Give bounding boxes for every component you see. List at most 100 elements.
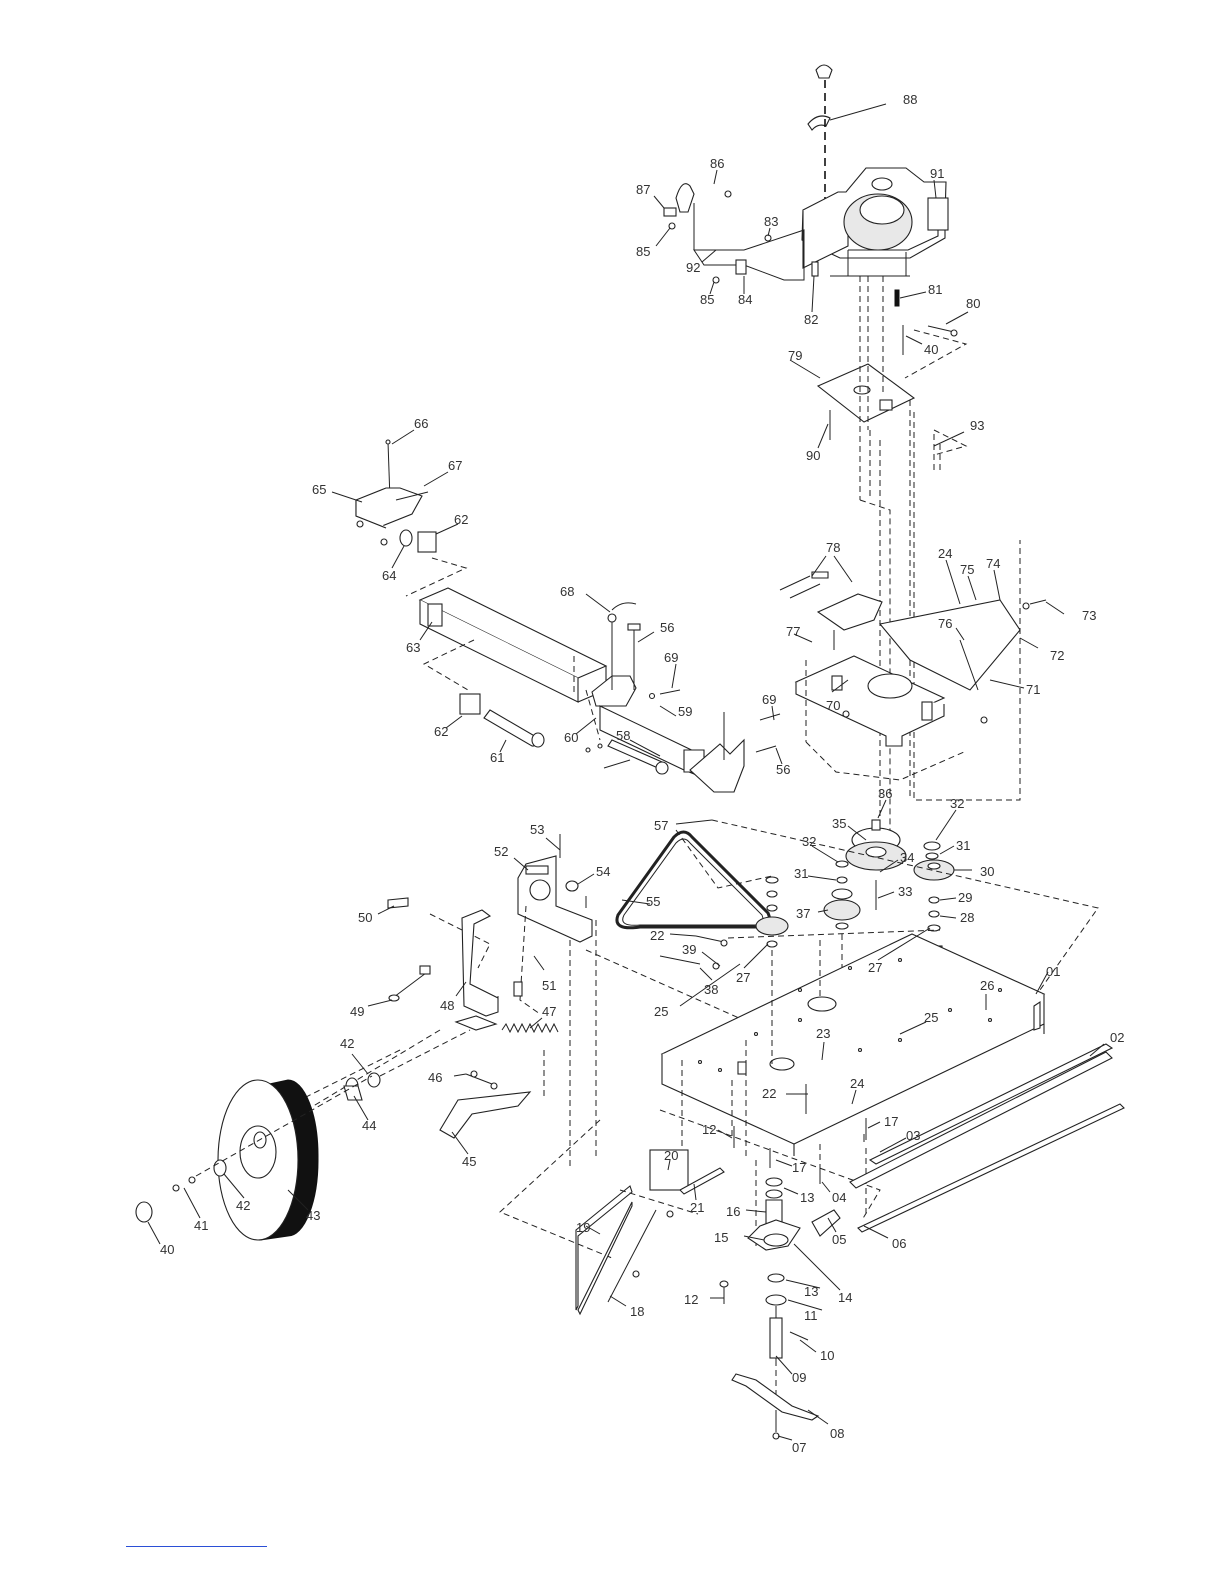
wheel-assembly [135, 1029, 471, 1241]
callout-74: 74 [986, 556, 1000, 571]
callout-65: 65 [312, 482, 326, 497]
callout-12: 12 [702, 1122, 716, 1137]
callout-90: 90 [806, 448, 820, 463]
callout-46: 46 [428, 1070, 442, 1085]
callout-36: 36 [878, 786, 892, 801]
callout-23: 23 [816, 1026, 830, 1041]
callout-01: 01 [1046, 964, 1060, 979]
callout-08: 08 [830, 1426, 844, 1441]
callout-22: 22 [650, 928, 664, 943]
callout-18: 18 [630, 1304, 644, 1319]
callout-17: 17 [792, 1160, 806, 1175]
callout-45: 45 [462, 1154, 476, 1169]
callout-76: 76 [938, 616, 952, 631]
callout-35: 35 [832, 816, 846, 831]
callout-87: 87 [636, 182, 650, 197]
callout-62: 62 [434, 724, 448, 739]
callout-03: 03 [906, 1128, 920, 1143]
callout-31: 31 [794, 866, 808, 881]
callout-24: 24 [850, 1076, 864, 1091]
callout-42: 42 [236, 1198, 250, 1213]
spindle-blade-assembly [575, 1126, 820, 1440]
callout-25: 25 [924, 1010, 938, 1025]
callout-28: 28 [960, 910, 974, 925]
callout-39: 39 [682, 942, 696, 957]
callout-51: 51 [542, 978, 556, 993]
callout-04: 04 [832, 1190, 846, 1205]
callout-15: 15 [714, 1230, 728, 1245]
callout-32: 32 [802, 834, 816, 849]
callout-53: 53 [530, 822, 544, 837]
callout-24: 24 [938, 546, 952, 561]
callout-56: 56 [660, 620, 674, 635]
callout-72: 72 [1050, 648, 1064, 663]
callout-70: 70 [826, 698, 840, 713]
callout-32: 32 [950, 796, 964, 811]
callout-69: 69 [762, 692, 776, 707]
callout-78: 78 [826, 540, 840, 555]
callout-17: 17 [884, 1114, 898, 1129]
callout-42: 42 [340, 1036, 354, 1051]
hitch-assembly [355, 439, 781, 793]
callout-12: 12 [684, 1292, 698, 1307]
leader-lines [147, 103, 1105, 1441]
callout-labels: 88 91 86 87 83 85 92 85 84 82 81 80 40 7… [160, 92, 1124, 1455]
callout-02: 02 [1110, 1030, 1124, 1045]
callout-47: 47 [542, 1004, 556, 1019]
footer-link-underline[interactable] [126, 1546, 267, 1547]
callout-09: 09 [792, 1370, 806, 1385]
callout-67: 67 [448, 458, 462, 473]
callout-59: 59 [678, 704, 692, 719]
lift-assembly [299, 834, 767, 1170]
callout-13: 13 [804, 1284, 818, 1299]
callout-82: 82 [804, 312, 818, 327]
callout-91: 91 [930, 166, 944, 181]
callout-93: 93 [970, 418, 984, 433]
callout-62: 62 [454, 512, 468, 527]
callout-25: 25 [654, 1004, 668, 1019]
callout-14: 14 [838, 1290, 852, 1305]
callout-66: 66 [414, 416, 428, 431]
callout-83: 83 [764, 214, 778, 229]
callout-71: 71 [1026, 682, 1040, 697]
callout-58: 58 [616, 728, 630, 743]
callout-38: 38 [704, 982, 718, 997]
callout-21: 21 [690, 1200, 704, 1215]
callout-81: 81 [928, 282, 942, 297]
callout-40: 40 [160, 1242, 174, 1257]
callout-27: 27 [736, 970, 750, 985]
callout-22: 22 [762, 1086, 776, 1101]
callout-92: 92 [686, 260, 700, 275]
engine-assembly [663, 64, 1021, 842]
callout-85: 85 [700, 292, 714, 307]
callout-79: 79 [788, 348, 802, 363]
callout-26: 26 [980, 978, 994, 993]
callout-57: 57 [654, 818, 668, 833]
callout-27: 27 [868, 960, 882, 975]
callout-77: 77 [786, 624, 800, 639]
callout-50: 50 [358, 910, 372, 925]
callout-88: 88 [903, 92, 917, 107]
callout-44: 44 [362, 1118, 376, 1133]
callout-34: 34 [900, 850, 914, 865]
callout-86: 86 [710, 156, 724, 171]
callout-07: 07 [792, 1440, 806, 1455]
mower-deck [499, 933, 1125, 1259]
callout-19: 19 [576, 1220, 590, 1235]
callout-54: 54 [596, 864, 610, 879]
callout-61: 61 [490, 750, 504, 765]
callout-60: 60 [564, 730, 578, 745]
callout-84: 84 [738, 292, 752, 307]
callout-64: 64 [382, 568, 396, 583]
callout-10: 10 [820, 1348, 834, 1363]
callout-55: 55 [646, 894, 660, 909]
callout-13: 13 [800, 1190, 814, 1205]
callout-37: 37 [796, 906, 810, 921]
callout-69: 69 [664, 650, 678, 665]
callout-85: 85 [636, 244, 650, 259]
callout-06: 06 [892, 1236, 906, 1251]
callout-41: 41 [194, 1218, 208, 1233]
callout-16: 16 [726, 1204, 740, 1219]
callout-43: 43 [306, 1208, 320, 1223]
